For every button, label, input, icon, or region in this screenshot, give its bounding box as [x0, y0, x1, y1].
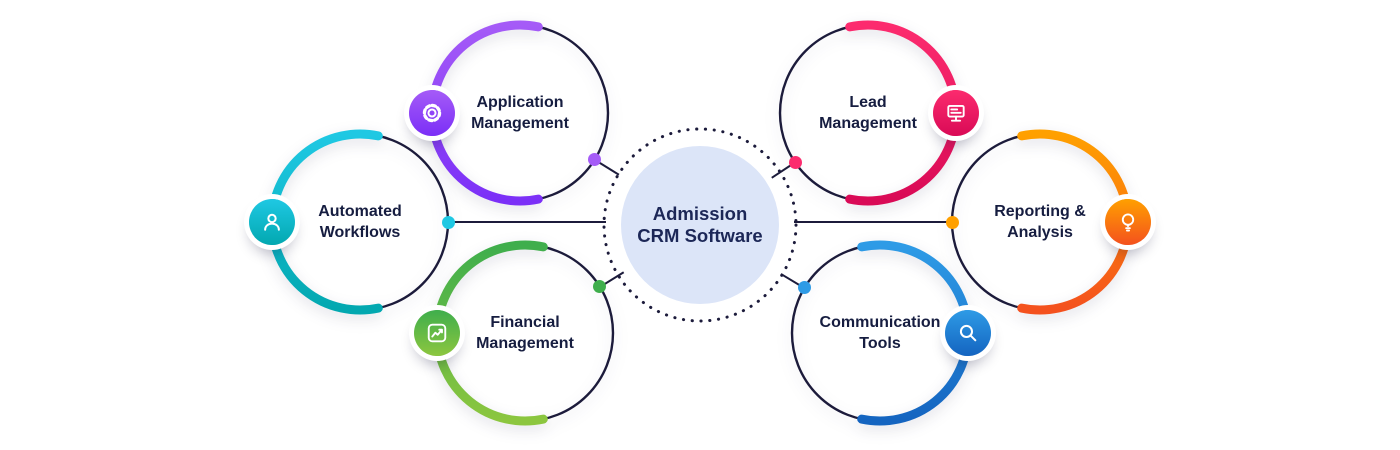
- node-lead-management: Lead Management: [768, 13, 979, 213]
- user-icon: [249, 199, 295, 245]
- node-label: Application Management: [471, 93, 569, 132]
- connector-dot: [798, 281, 811, 295]
- connector-dot: [588, 153, 601, 166]
- node-automated-workflows: Automated Workflows: [249, 122, 460, 322]
- node-reporting-analysis: Reporting & Analysis: [940, 122, 1151, 322]
- line-chart-icon: [414, 310, 460, 356]
- center-title: Admission CRM Software: [637, 203, 763, 246]
- monitor-icon: [933, 90, 979, 136]
- node-communication-tools: Communication Tools: [780, 233, 991, 433]
- node-label: Automated Workflows: [318, 202, 402, 241]
- node-label: Communication Tools: [819, 313, 941, 352]
- connector-dot: [441, 215, 455, 229]
- connector-left: [448, 220, 606, 224]
- center-circle: [602, 127, 798, 323]
- connector-right: [794, 220, 952, 224]
- node-application-management: Application Management: [409, 13, 620, 213]
- connector-dot: [788, 155, 802, 169]
- node-label: Lead Management: [819, 93, 917, 132]
- node-financial-management: Financial Management: [414, 233, 625, 433]
- node-label: Financial Management: [476, 313, 574, 352]
- search-icon: [945, 310, 991, 356]
- gear-icon: [409, 90, 455, 136]
- center-node: Admission CRM Software: [600, 125, 800, 325]
- bulb-icon: [1105, 199, 1151, 245]
- connector-dot: [593, 280, 607, 294]
- connector-dot: [945, 215, 959, 229]
- node-label: Reporting & Analysis: [994, 202, 1086, 241]
